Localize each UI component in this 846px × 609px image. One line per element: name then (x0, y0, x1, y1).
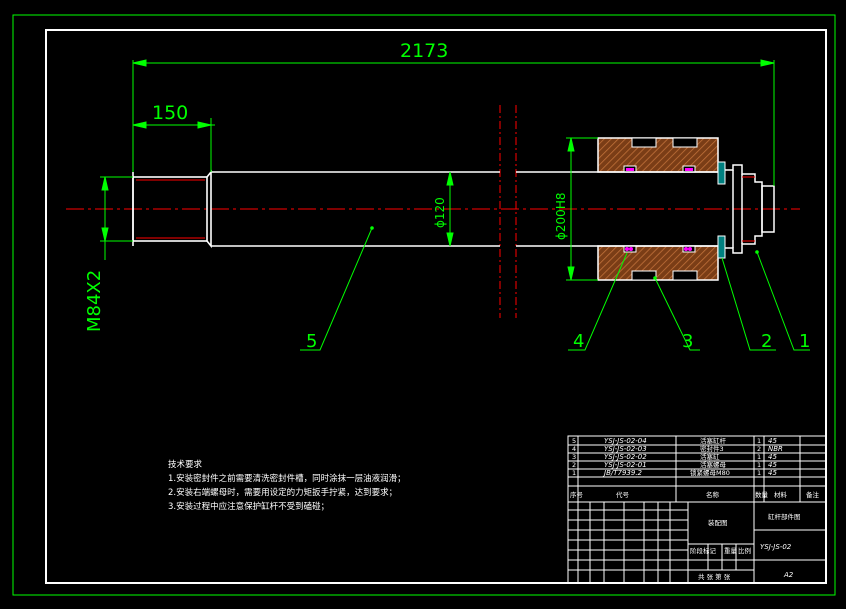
title-drawing-type: 装配图 (708, 518, 728, 527)
bom-header-no: 序号 (570, 490, 584, 499)
balloon-5: 5 (306, 331, 317, 352)
bom-row-code: YSJ-JS-02-02 (604, 453, 647, 461)
bom-row-name: 活塞螺母 (700, 460, 727, 469)
dim-thread-length: 150 (152, 102, 188, 124)
bom-row-no: 5 (572, 437, 576, 445)
dim-thread-spec: M84X2 (84, 270, 105, 332)
bom-row-qty: 2 (757, 445, 761, 453)
bom-row-name: 活塞缸 (700, 452, 720, 461)
title-scale-label: 比例 (738, 546, 751, 555)
piston-body (597, 137, 719, 281)
bom-header-remark: 备注 (806, 490, 820, 499)
bom-header-code: 代号 (616, 490, 630, 499)
title-sheet-label: 共 张 第 张 (698, 572, 731, 581)
dim-piston-diameter: ϕ200H8 (554, 193, 568, 240)
dim-rod-diameter: ϕ120 (433, 197, 447, 228)
notes-line-3: 3.安装过程中应注意保护缸杆不受到磕碰； (168, 501, 329, 512)
bom-row-qty: 1 (757, 469, 761, 477)
outer-border (12, 14, 836, 596)
bom-row-material: 45 (768, 453, 777, 461)
lock-nut (725, 164, 775, 254)
notes-title: 技术要求 (168, 459, 203, 470)
bom-row-qty: 1 (757, 437, 761, 445)
leader-dot-1 (755, 250, 759, 254)
bom-row-material: NBR (768, 445, 783, 453)
bom-row-code: YSJ-JS-02-03 (604, 445, 647, 453)
bom-row-material: 45 (768, 437, 777, 445)
bom-header-material: 材料 (774, 490, 788, 499)
bom-row-code: YSJ-JS-02-01 (604, 461, 647, 469)
title-stage-label: 阶段标记 (690, 546, 717, 555)
bom-row-no: 3 (572, 453, 576, 461)
seals (625, 168, 693, 251)
bom-row-qty: 1 (757, 453, 761, 461)
leader-dot-5 (370, 226, 374, 230)
bom-row-name: 密封件3 (700, 444, 724, 453)
leader-dot-3 (653, 276, 657, 280)
bom-table (567, 435, 827, 503)
notes-line-2: 2.安装右端螺母时，需要用设定的力矩扳手拧紧，达到要求； (168, 487, 397, 498)
bom-header-name: 名称 (706, 490, 720, 499)
drawing-frame (45, 29, 827, 584)
piston-rod (132, 169, 598, 249)
balloon-4: 4 (573, 331, 584, 352)
bom-rows: 5 YSJ-JS-02-04 活塞缸杆 1 45 4 YSJ-JS-02-03 … (570, 436, 820, 499)
dim-overall-length: 2173 (400, 40, 448, 62)
bom-row-material: 45 (768, 461, 777, 469)
bom-header-qty: 数量 (755, 490, 769, 499)
bom-row-no: 1 (572, 469, 576, 477)
bom-row-no: 4 (572, 445, 576, 453)
title-sheet-size: A2 (783, 571, 794, 579)
piston-nut (717, 161, 726, 259)
title-main: 缸杆部件图 (768, 512, 801, 521)
title-block-grid (567, 501, 827, 584)
bom-row-material: 45 (768, 469, 777, 477)
notes-line-1: 1.安装密封件之前需要清洗密封件槽，同时涂抹一层油液润滑； (168, 473, 406, 484)
title-drawing-number: YSJ-JS-02 (760, 543, 792, 551)
dimension-lines (100, 59, 810, 351)
bom-row-qty: 1 (757, 461, 761, 469)
bom-row-name: 锁紧螺母M80 (690, 468, 730, 477)
bom-row-name: 活塞缸杆 (700, 436, 727, 445)
bom-row-no: 2 (572, 461, 576, 469)
balloon-1: 1 (799, 331, 810, 352)
balloon-2: 2 (761, 331, 772, 352)
title-weight-label: 重量 (724, 547, 738, 555)
bom-row-code: YSJ-JS-02-04 (604, 437, 647, 445)
bom-row-code: JB/T7939.2 (602, 469, 643, 477)
balloon-3: 3 (682, 331, 693, 352)
